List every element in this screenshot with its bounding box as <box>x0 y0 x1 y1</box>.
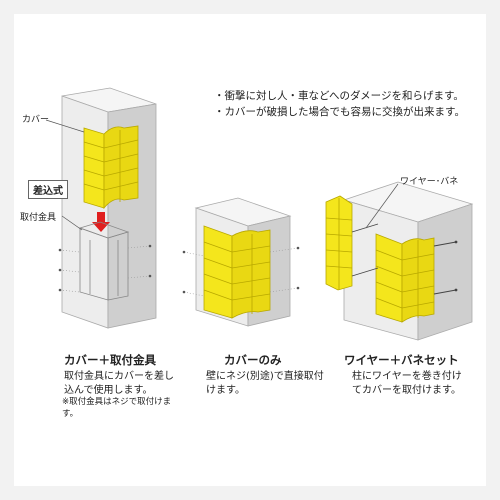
note-1: ・衝撃に対し人・車などへのダメージを和らげます。 <box>214 90 464 102</box>
label-mounting-bracket: 取付金具 <box>20 213 57 223</box>
caption-3-desc: 柱にワイヤーを巻き付けてカバーを取付けます。 <box>352 371 462 396</box>
cover-3-detached <box>325 195 353 291</box>
label-wire-spring: ワイヤー･バネ <box>400 177 459 187</box>
mounting-bracket <box>78 221 130 301</box>
caption-2-title: カバーのみ <box>224 353 282 367</box>
caption-1-title: カバー＋取付金具 <box>64 353 156 367</box>
label-cover: カバー <box>22 115 50 125</box>
wires <box>351 223 457 295</box>
pillar-1 <box>61 87 157 329</box>
cover-3-mounted <box>375 233 435 323</box>
caption-1-desc: 取付金具にカバーを差し込んで使用します。 <box>64 371 174 396</box>
note-2: ・カバーが破損した場合でも容易に交換が出来ます。 <box>214 106 465 118</box>
cover-1 <box>83 125 139 210</box>
label-insert-type: 差込式 <box>28 180 68 199</box>
caption-2-desc: 壁にネジ(別途)で直接取付けます。 <box>206 371 324 396</box>
cover-2 <box>203 225 271 319</box>
caption-1-note: ※取付金具はネジで取付けます。 <box>62 397 172 419</box>
caption-3-title: ワイヤー＋バネセット <box>344 353 459 367</box>
